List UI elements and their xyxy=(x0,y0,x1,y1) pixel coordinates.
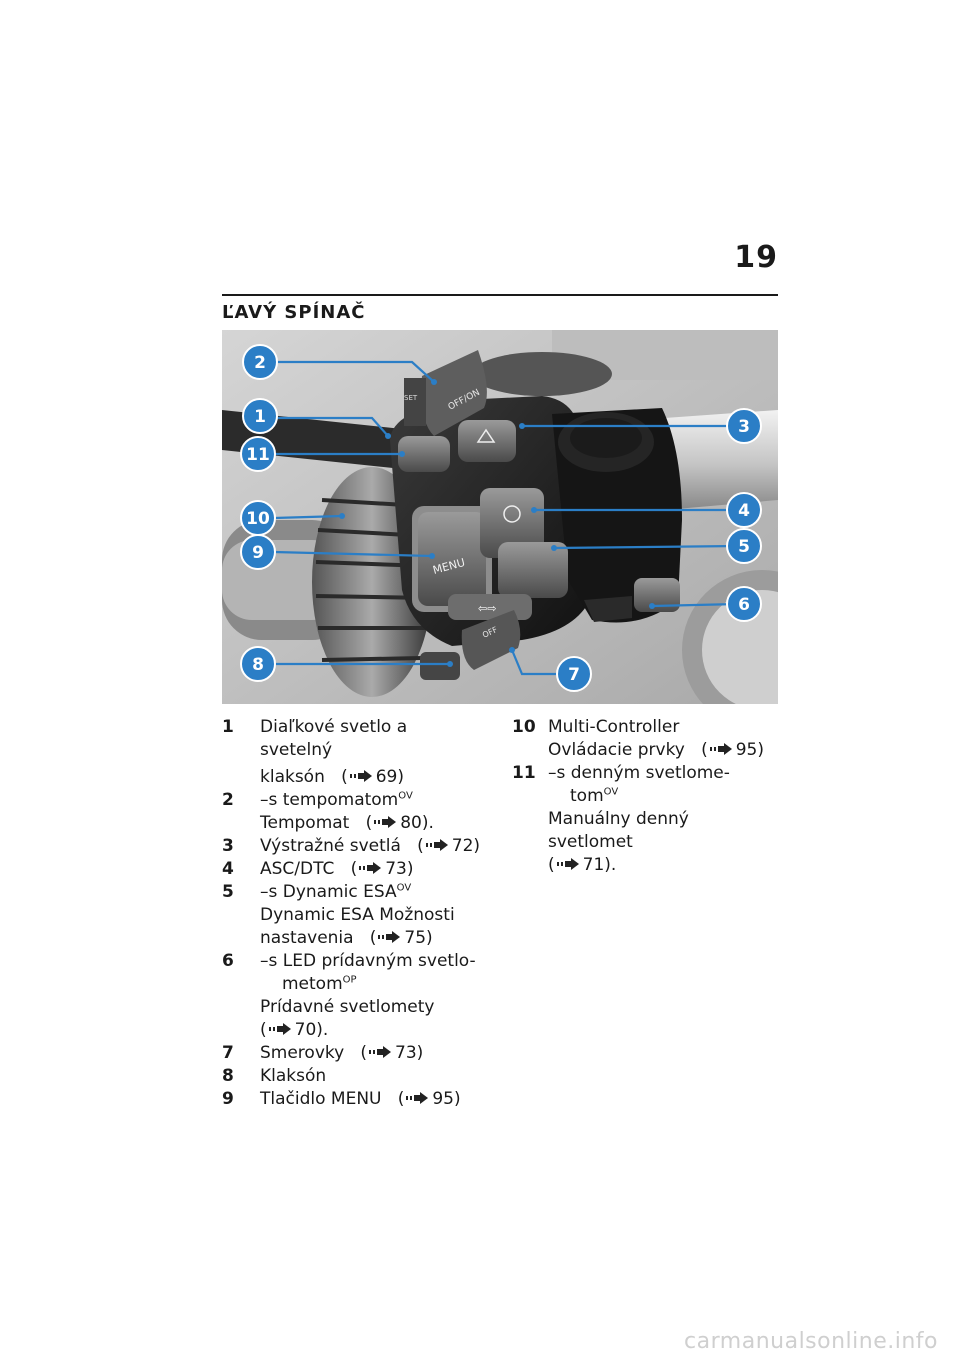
item-number: 2 xyxy=(222,790,234,810)
section-title: ĽAVÝ SPÍNAČ xyxy=(222,302,366,323)
page-reference[interactable]: 72) xyxy=(451,836,481,856)
page-reference-arrow-icon xyxy=(268,1023,291,1035)
page-reference-arrow-icon xyxy=(556,858,579,870)
item-text: klaksón xyxy=(260,767,325,787)
item-number: 11 xyxy=(512,763,536,783)
item-text: Ovládacie prvky xyxy=(548,740,685,760)
legend-item-8: 8 Klaksón xyxy=(222,1065,484,1088)
legend-item-9: 9 Tlačidlo MENU (95) xyxy=(222,1089,461,1109)
item-number: 6 xyxy=(222,951,234,971)
item-text: Smerovky xyxy=(260,1043,345,1063)
left-switch-photo: OFF/ON SET MENU ⇦⇨ OFF 2 1 11 xyxy=(222,330,778,704)
callout-8: 8 xyxy=(240,646,276,682)
callout-11: 11 xyxy=(240,436,276,472)
item-number: 5 xyxy=(222,882,234,902)
svg-text:2: 2 xyxy=(254,353,266,373)
item-condition: tom xyxy=(570,786,604,806)
svg-text:7: 7 xyxy=(568,665,580,685)
legend-item-10: 10 Multi-Controller Ovládacie prvky (95) xyxy=(512,716,778,762)
item-number: 9 xyxy=(222,1089,234,1109)
callout-1: 1 xyxy=(242,398,278,434)
page-reference-arrow-icon xyxy=(349,770,372,782)
callout-9: 9 xyxy=(240,534,276,570)
legend-right: 10 Multi-Controller Ovládacie prvky (95)… xyxy=(512,716,778,877)
page-reference[interactable]: 69) xyxy=(375,767,404,787)
item-number: 8 xyxy=(222,1066,234,1086)
page-reference[interactable]: 73) xyxy=(395,1043,424,1063)
page-reference[interactable]: 80). xyxy=(400,813,434,833)
equipment-tag: OV xyxy=(396,882,412,894)
equipment-tag: OV xyxy=(603,786,619,798)
set-label: SET xyxy=(404,394,418,402)
page-number: 19 xyxy=(734,240,778,275)
legend-item-4: 4 ASC/DTC (73) xyxy=(222,859,414,879)
page-reference-arrow-icon xyxy=(709,743,732,755)
item-text: Dynamic ESA Možnosti xyxy=(260,905,455,925)
item-text: Diaľkové svetlo a svetelný xyxy=(260,717,408,760)
page-reference[interactable]: 75) xyxy=(404,928,433,948)
item-condition: –s tempomatom xyxy=(260,790,399,810)
item-text: Výstražné svetlá xyxy=(260,836,401,856)
watermark: carmanualsonline.info xyxy=(684,1329,938,1354)
page-reference-arrow-icon xyxy=(406,1092,429,1104)
svg-text:3: 3 xyxy=(738,417,750,437)
legend-item-11: 11 –s denným svetlome- tomOV Manuálny de… xyxy=(512,762,778,877)
equipment-tag: OV xyxy=(398,790,413,802)
legend-item-7: 7 Smerovky (73) xyxy=(222,1043,424,1063)
item-condition: –s Dynamic ESA xyxy=(260,882,397,902)
callout-10: 10 xyxy=(240,500,276,536)
callout-4: 4 xyxy=(726,492,762,528)
legend-item-1: 1 Diaľkové svetlo a svetelný klaksón (69… xyxy=(222,716,484,789)
item-condition: –s denným svetlome- xyxy=(548,763,730,783)
svg-text:1: 1 xyxy=(254,407,266,427)
item-text: Tempomat xyxy=(260,813,350,833)
legend-item-2: 2 –s tempomatomOV Tempomat (80). xyxy=(222,790,434,833)
page-reference[interactable]: 95) xyxy=(432,1089,461,1109)
callout-2: 2 xyxy=(242,344,278,380)
page-reference-arrow-icon xyxy=(425,839,448,851)
page-reference[interactable]: 73) xyxy=(385,859,414,879)
item-text: Prídavné svetlomety xyxy=(260,997,435,1017)
page-reference[interactable]: 70). xyxy=(294,1020,329,1040)
equipment-tag: OP xyxy=(342,974,357,986)
svg-text:10: 10 xyxy=(246,509,270,529)
item-text: Multi-Controller xyxy=(548,717,680,737)
callout-5: 5 xyxy=(726,528,762,564)
page-reference[interactable]: 71). xyxy=(582,855,617,875)
svg-text:5: 5 xyxy=(738,537,750,557)
item-text: nastavenia xyxy=(260,928,354,948)
item-number: 4 xyxy=(222,859,234,879)
svg-text:9: 9 xyxy=(252,543,264,563)
item-number: 1 xyxy=(222,717,234,737)
item-text: Klaksón xyxy=(260,1066,327,1086)
header-rule xyxy=(222,294,778,296)
item-number: 10 xyxy=(512,717,536,737)
page-reference[interactable]: 95) xyxy=(735,740,764,760)
svg-text:8: 8 xyxy=(252,655,264,675)
page-reference-arrow-icon xyxy=(378,931,401,943)
item-number: 7 xyxy=(222,1043,234,1063)
item-condition: –s LED prídavným svetlo- xyxy=(260,951,476,971)
svg-text:⇦⇨: ⇦⇨ xyxy=(478,602,496,615)
legend-item-3: 3 Výstražné svetlá (72) xyxy=(222,836,481,856)
item-number: 3 xyxy=(222,836,234,856)
page-reference-arrow-icon xyxy=(359,862,382,874)
legend-item-5: 5 –s Dynamic ESAOV Dynamic ESA Možnosti … xyxy=(222,881,484,950)
item-condition: metom xyxy=(282,974,343,994)
svg-text:4: 4 xyxy=(738,501,750,521)
item-text: Tlačidlo MENU xyxy=(260,1089,382,1109)
item-text: Manuálny denný svetlomet xyxy=(548,809,689,852)
callout-3: 3 xyxy=(726,408,762,444)
page-reference-arrow-icon xyxy=(374,816,397,828)
legend-left: 1 Diaľkové svetlo a svetelný klaksón (69… xyxy=(222,716,484,1111)
legend-item-6: 6 –s LED prídavným svetlo- metomOP Prída… xyxy=(222,950,484,1042)
svg-text:11: 11 xyxy=(246,445,270,465)
page-reference-arrow-icon xyxy=(369,1046,392,1058)
callout-7: 7 xyxy=(556,656,592,692)
callout-6: 6 xyxy=(726,586,762,622)
svg-text:6: 6 xyxy=(738,595,750,615)
item-text: ASC/DTC xyxy=(260,859,335,879)
